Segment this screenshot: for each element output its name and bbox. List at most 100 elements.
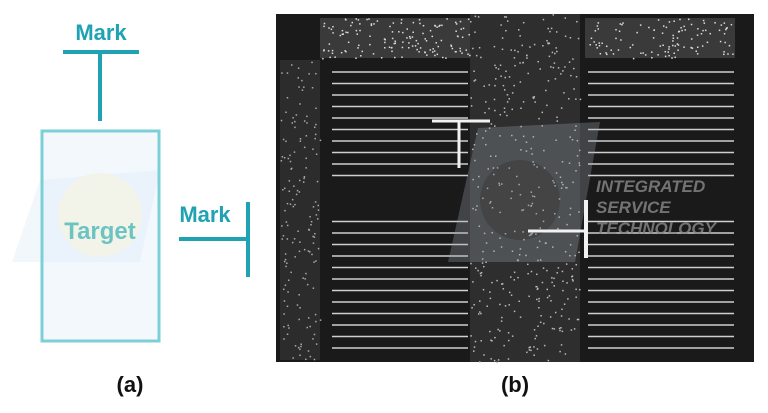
sem-dot [562, 70, 564, 72]
sem-dot [674, 57, 676, 59]
sem-dot [500, 76, 502, 78]
sem-dot [534, 44, 536, 46]
sem-dot [357, 33, 359, 35]
sem-dot [509, 304, 511, 306]
sem-dot [342, 30, 344, 32]
sem-dot [484, 112, 486, 114]
sem-dot [476, 55, 478, 57]
sem-dot [556, 117, 558, 119]
sem-dot [640, 52, 642, 54]
sem-dot [606, 54, 608, 56]
sem-dot [304, 176, 306, 178]
sem-dot [507, 94, 509, 96]
sem-dot [470, 97, 472, 99]
sem-dot [474, 346, 476, 348]
sem-dot [494, 85, 496, 87]
sem-dot [654, 29, 656, 31]
sem-dot [574, 328, 576, 330]
sem-dot [599, 45, 601, 47]
sem-dot [314, 127, 316, 129]
sem-dot [348, 42, 350, 44]
sem-dot [562, 281, 564, 283]
sem-dot [308, 350, 310, 352]
sem-dot [562, 331, 564, 333]
sem-dot [542, 45, 544, 47]
sem-dot [556, 51, 558, 53]
sem-dot [529, 46, 531, 48]
sem-dot [558, 67, 560, 69]
sem-dot [371, 25, 373, 27]
sem-dot [703, 20, 705, 22]
sem-dot [546, 289, 548, 291]
sem-dot [358, 45, 360, 47]
sem-dot [507, 101, 509, 103]
sem-dot [560, 73, 562, 75]
sem-dot [434, 50, 436, 52]
sem-dot [504, 111, 506, 113]
sem-dot [683, 46, 685, 48]
sem-dot [480, 57, 482, 59]
sem-dot [316, 343, 318, 345]
sem-dot [302, 277, 304, 279]
sem-dot [702, 30, 704, 32]
sem-dot [491, 123, 493, 125]
sem-dot [565, 353, 567, 355]
sem-dot [595, 30, 597, 32]
sem-dot [568, 318, 570, 320]
sem-dot [545, 90, 547, 92]
sem-dot [299, 349, 301, 351]
sem-dot [300, 140, 302, 142]
sem-dot [285, 285, 287, 287]
watermark-line1: INTEGRATED [596, 177, 705, 196]
sem-dot [437, 54, 439, 56]
sem-dot [572, 268, 574, 270]
sem-dot [679, 19, 681, 21]
sem-dot [724, 33, 726, 35]
sem-dot [322, 58, 324, 60]
sem-dot [548, 80, 550, 82]
sem-dot [474, 31, 476, 33]
sem-dot [452, 48, 454, 50]
sem-dot [499, 330, 501, 332]
sem-dot [393, 22, 395, 24]
sem-dot [290, 204, 292, 206]
sem-dot [537, 348, 539, 350]
sem-dot [494, 360, 496, 362]
sem-dot [537, 289, 539, 291]
sem-dot [523, 101, 525, 103]
sem-dot [299, 180, 301, 182]
sem-dot [553, 285, 555, 287]
sem-dot [528, 296, 530, 298]
sem-dot [406, 28, 408, 30]
sem-dot [520, 316, 522, 318]
sem-dot [472, 281, 474, 283]
sem-dot [460, 28, 462, 30]
sem-dot [480, 340, 482, 342]
sem-dot [514, 57, 516, 59]
sem-dot [561, 107, 563, 109]
sem-dot [299, 251, 301, 253]
sem-dot [555, 312, 557, 314]
sem-dot [514, 272, 516, 274]
sem-dot [550, 66, 552, 68]
sem-dot [287, 333, 289, 335]
sem-dot [665, 51, 667, 53]
sem-dot [704, 22, 706, 24]
sem-dot [680, 27, 682, 29]
sem-dot [284, 261, 286, 263]
panel-b: INTEGRATED SERVICE TECHNOLOGY (b) [276, 14, 754, 397]
sem-dot [345, 18, 347, 20]
sem-dot [371, 23, 373, 25]
sem-dot [514, 279, 516, 281]
sem-dot [672, 40, 674, 42]
sem-dot [294, 121, 296, 123]
sem-dot [619, 31, 621, 33]
sem-dot [544, 345, 546, 347]
sem-dot [597, 25, 599, 27]
sem-dot [462, 36, 464, 38]
sem-dot [518, 301, 520, 303]
sem-dot [494, 110, 496, 112]
sem-dot [576, 264, 578, 266]
sem-dot [606, 46, 608, 48]
sem-dot [292, 199, 294, 201]
